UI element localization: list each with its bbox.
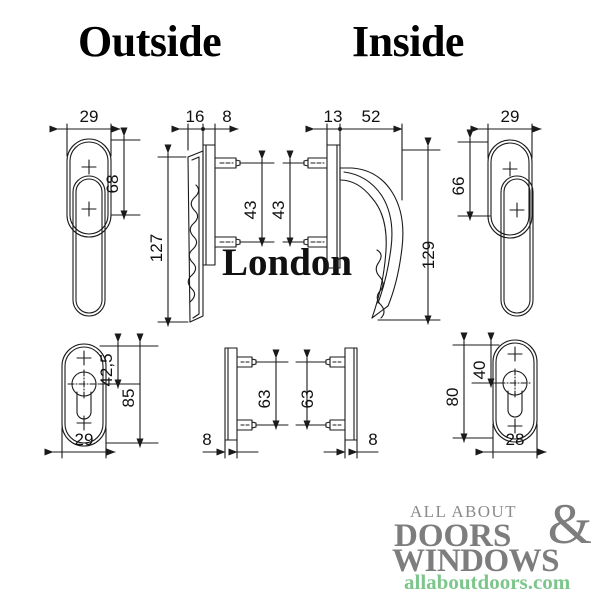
logo-line-all-about: ALL ABOUT xyxy=(410,502,517,521)
logo-line-windows: WINDOWS xyxy=(392,543,560,579)
dim-v8-center-40: 40 xyxy=(470,361,489,380)
view-inside-escutcheon-side xyxy=(295,347,379,459)
dim-v3-proj-52: 52 xyxy=(362,107,381,126)
view-outside-handle-front xyxy=(49,123,141,317)
dim-v4-width-29: 29 xyxy=(501,107,520,126)
logo-website-url: allaboutdoors.com xyxy=(404,570,571,594)
dim-v7-studs-63: 63 xyxy=(298,390,317,409)
dim-v2-len-127: 127 xyxy=(147,234,166,262)
dim-v6-studs-63: 63 xyxy=(255,390,274,409)
dim-v7-thick-8: 8 xyxy=(368,430,377,449)
dim-v6-thick-8: 8 xyxy=(202,430,211,449)
view-inside-escutcheon-front xyxy=(452,332,547,459)
dim-v5-height-85: 85 xyxy=(119,389,138,408)
dim-v2-studs-43: 43 xyxy=(241,201,260,220)
dim-v3-thick-13: 13 xyxy=(324,107,343,126)
page-title-inside: Inside xyxy=(352,17,464,66)
model-name-label: London xyxy=(222,241,353,284)
dim-v3-len-129: 129 xyxy=(419,241,438,269)
dim-v1-width-29: 29 xyxy=(80,107,99,126)
logo-ampersand: & xyxy=(547,493,592,556)
logo-line-doors: DOORS xyxy=(394,518,512,554)
dim-v4-height-66: 66 xyxy=(449,177,468,196)
dim-v2-thick-8: 8 xyxy=(222,107,231,126)
dim-v3-studs-43: 43 xyxy=(269,201,288,220)
dim-v5-center-425: 42,5 xyxy=(97,353,116,386)
view-outside-escutcheon-front xyxy=(44,333,159,459)
view-outside-handle-side xyxy=(157,123,275,327)
dim-v8-width-28: 28 xyxy=(506,430,525,449)
watermark-logo: ALL ABOUT & DOORS WINDOWS allaboutdoors.… xyxy=(392,493,592,594)
view-inside-handle-front xyxy=(457,123,542,317)
dim-v5-width-29: 29 xyxy=(75,430,94,449)
dim-v1-height-68: 68 xyxy=(103,175,122,194)
page-title-outside: Outside xyxy=(78,17,222,66)
dim-v8-height-80: 80 xyxy=(443,388,462,407)
view-outside-escutcheon-side xyxy=(202,347,289,459)
view-inside-handle-side xyxy=(282,123,441,325)
dim-v2-offset-16: 16 xyxy=(186,107,205,126)
